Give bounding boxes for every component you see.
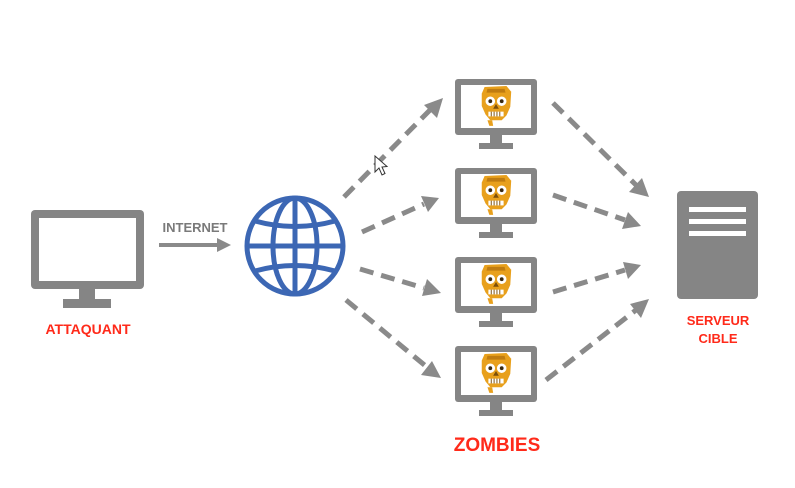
internet-label: INTERNET bbox=[163, 220, 228, 235]
mouse-cursor-icon bbox=[374, 154, 389, 176]
arrow-zombie-3-to-server bbox=[552, 262, 641, 295]
zombie-computer-1 bbox=[455, 79, 537, 149]
attacker-label: ATTAQUANT bbox=[45, 321, 130, 337]
arrow-zombie-4-to-server bbox=[544, 299, 649, 382]
server-label-line-2: CIBLE bbox=[699, 331, 738, 346]
zombie-computer-4 bbox=[455, 346, 537, 416]
server-label-line-1: SERVEUR bbox=[687, 313, 750, 328]
zombie-computer-3 bbox=[455, 257, 537, 327]
arrow-attacker-to-internet bbox=[159, 238, 231, 252]
arrow-zombie-2-to-server bbox=[552, 192, 641, 229]
server-icon bbox=[677, 191, 758, 299]
arrow-internet-to-zombie-2 bbox=[360, 196, 439, 235]
arrow-zombie-1-to-server bbox=[551, 101, 649, 197]
globe-icon bbox=[244, 195, 346, 297]
arrow-internet-to-zombie-4 bbox=[344, 298, 441, 378]
arrow-internet-to-zombie-3 bbox=[359, 266, 441, 296]
attacker-computer bbox=[31, 210, 144, 308]
zombie-computer-2 bbox=[455, 168, 537, 238]
zombies-label: ZOMBIES bbox=[454, 435, 541, 456]
arrow-internet-to-zombie-1 bbox=[342, 98, 443, 199]
